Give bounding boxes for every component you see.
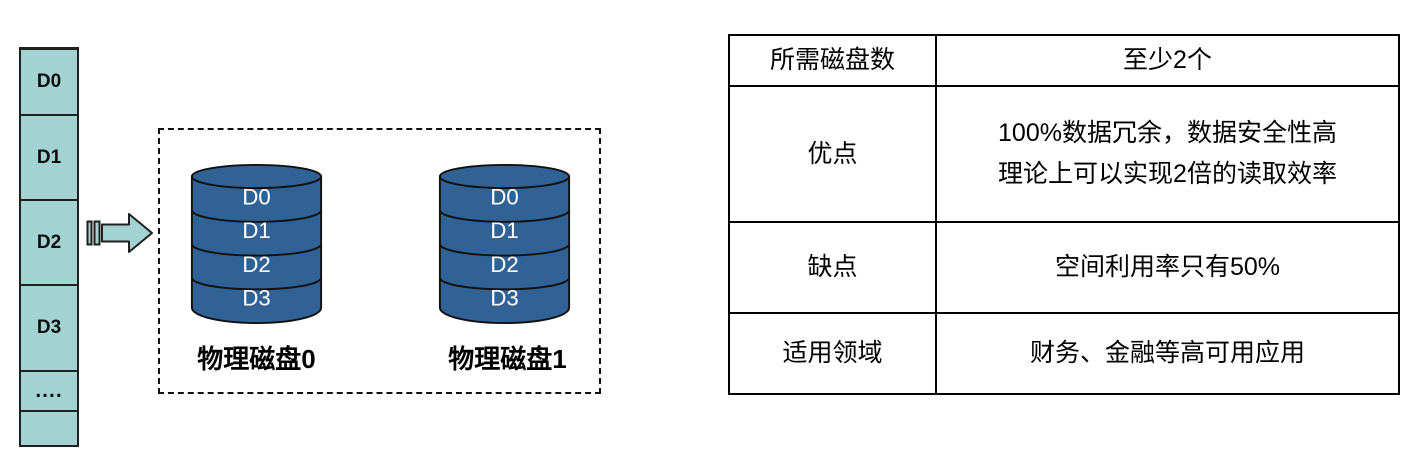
stack-block: D2	[21, 201, 77, 286]
disk-name-label: 物理磁盘1	[448, 344, 567, 374]
stack-block: D3	[21, 286, 77, 372]
disk-segment-label: D1	[242, 218, 270, 243]
disk-segment-label: D0	[490, 184, 518, 209]
stack-block: D0	[21, 50, 77, 116]
raid-spec-table: 所需磁盘数 至少2个 优点 100%数据冗余，数据安全性高 理论上可以实现2倍的…	[728, 34, 1400, 395]
table-row-value: 100%数据冗余，数据安全性高 理论上可以实现2倍的读取效率	[937, 87, 1398, 223]
table-row-value: 空间利用率只有50%	[937, 223, 1398, 314]
table-row-value: 至少2个	[937, 36, 1398, 87]
table-value-line: 100%数据冗余，数据安全性高	[998, 119, 1337, 147]
disk-segment-label: D3	[242, 286, 270, 311]
disk-name-label: 物理磁盘0	[197, 344, 316, 374]
mirror-group-box	[158, 128, 601, 394]
logical-block-stack: D0 D1 D2 D3 ....	[19, 47, 79, 447]
table-row-label: 适用领域	[730, 314, 937, 393]
disk-segment-label: D3	[490, 286, 518, 311]
stack-block-empty	[21, 412, 77, 445]
table-row-value: 财务、金融等高可用应用	[1029, 339, 1305, 367]
table-value-line: 理论上可以实现2倍的读取效率	[998, 160, 1337, 188]
disk-segment-label: D0	[242, 184, 270, 209]
disk-segment-label: D2	[242, 252, 270, 277]
disk-cylinder-0: D0 D1 D2 D3	[190, 163, 323, 325]
striped-right-arrow-icon	[86, 213, 153, 253]
disk-segment-label: D2	[490, 252, 518, 277]
table-row-label: 缺点	[730, 223, 937, 314]
stack-block: D1	[21, 116, 77, 201]
disk-cylinder-1: D0 D1 D2 D3	[438, 163, 571, 325]
stack-block-ellipsis: ....	[21, 372, 77, 412]
disk-segment-label: D1	[490, 218, 518, 243]
mirror-arrow-icon	[86, 211, 154, 260]
table-row-label: 所需磁盘数	[730, 36, 937, 87]
table-row-label: 优点	[730, 87, 937, 223]
